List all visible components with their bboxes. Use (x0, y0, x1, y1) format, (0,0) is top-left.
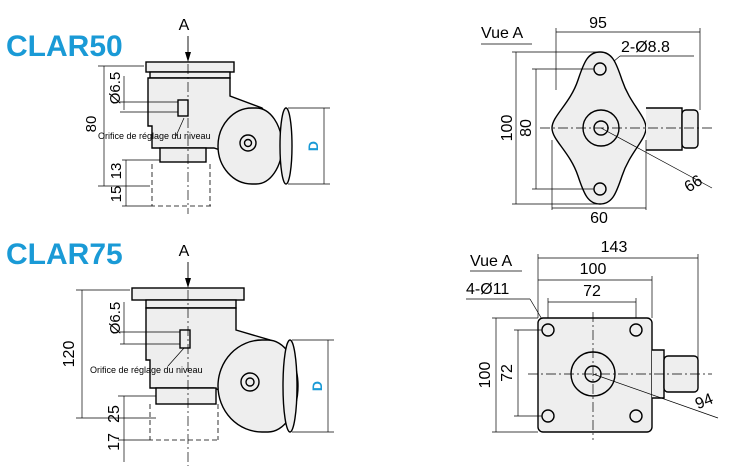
clar50-radius-66: 66 (682, 172, 706, 196)
clar50-wheel-rim (279, 107, 293, 185)
clar75-title: CLAR75 (6, 238, 123, 271)
clar50-plate-base (149, 71, 231, 79)
clar75-bolt (179, 329, 191, 349)
clar75-dim-72-w: 72 (583, 283, 601, 300)
clar75-dim-72-h: 72 (499, 364, 516, 382)
clar75-hole-bl (541, 409, 555, 423)
clar50-view-title: Vue A (481, 25, 523, 42)
clar75-dim-100-w: 100 (580, 261, 607, 278)
clar75-view-title: Vue A (470, 253, 512, 270)
clar50-leveling-foot (159, 147, 207, 163)
clar75-leveling-hole-label: Orifice de réglage du niveau (90, 365, 203, 375)
clar75-hole-tr (629, 323, 643, 337)
clar75-radius-94: 94 (693, 391, 716, 413)
clar50-title: CLAR50 (6, 30, 123, 63)
clar75-leveling-foot (155, 387, 217, 405)
clar50-dim-15: 15 (108, 186, 125, 203)
clar50-radius-line (600, 127, 713, 189)
clar75-hole-br (629, 409, 643, 423)
clar75-bolt-dia: Ø6.5 (107, 302, 124, 335)
clar75-plate-base (145, 299, 237, 309)
clar75-hole-tl (541, 323, 555, 337)
clar50-leveling-hole-label: Orifice de réglage du niveau (98, 131, 211, 141)
clar50-view-a: Vue A 95 2-Ø8.8 100 80 60 (481, 15, 713, 227)
clar50-view-arrow-label: A (179, 17, 190, 34)
clar50-dim-60: 60 (590, 210, 608, 227)
clar75-hidden-lines (148, 404, 220, 441)
clar50-dim-80: 80 (83, 116, 100, 133)
clar50-wheel-stub (646, 107, 683, 151)
clar50-bolt-dia: Ø6.5 (107, 72, 124, 105)
clar50-top-plate (145, 61, 235, 73)
clar50-bolt (177, 99, 189, 117)
clar75-radius-line (592, 373, 719, 419)
clar50-holes: 2-Ø8.8 (621, 39, 670, 56)
clar50-dim-100: 100 (499, 115, 516, 142)
clar75-view-arrow-head (185, 278, 191, 288)
clar75-axle-inner (245, 377, 255, 387)
clar75-wheel-rim (282, 339, 298, 433)
clar50-view-arrow-head (185, 52, 191, 62)
clar75-dim-17: 17 (106, 433, 123, 451)
clar50-hidden-lines (150, 164, 212, 207)
clar50-side-view: A 80 Ø6.5 Orifice de réglage du niveau (83, 17, 330, 214)
clar75-side-view: A 120 Ø6.5 Orifice de réglage du niveau (61, 243, 334, 466)
clar50-dim-95: 95 (589, 15, 607, 32)
clar75-view-arrow-label: A (179, 243, 190, 260)
clar50-wheel-dia: D (305, 141, 321, 151)
clar50-axle-inner (243, 138, 253, 148)
clar50-hole-top (593, 62, 607, 76)
clar75-dim-25: 25 (106, 405, 123, 423)
clar50-dim-80-view: 80 (518, 119, 535, 137)
clar50-hole-bottom (593, 182, 607, 196)
clar50-wheel-tip (681, 109, 699, 149)
clar75-dim-143: 143 (601, 239, 628, 256)
clar75-holes: 4-Ø11 (466, 281, 509, 298)
clar50-dim-13: 13 (108, 163, 125, 180)
clar75-wheel-dia: D (309, 381, 325, 391)
clar75-dim-120: 120 (61, 341, 78, 368)
clar50-leveling-leader (175, 117, 185, 137)
clar75-dim-100-h: 100 (477, 362, 494, 389)
clar75-leveling-leader (167, 347, 185, 367)
clar75-view-a: Vue A 143 100 4-Ø11 72 (466, 239, 719, 440)
